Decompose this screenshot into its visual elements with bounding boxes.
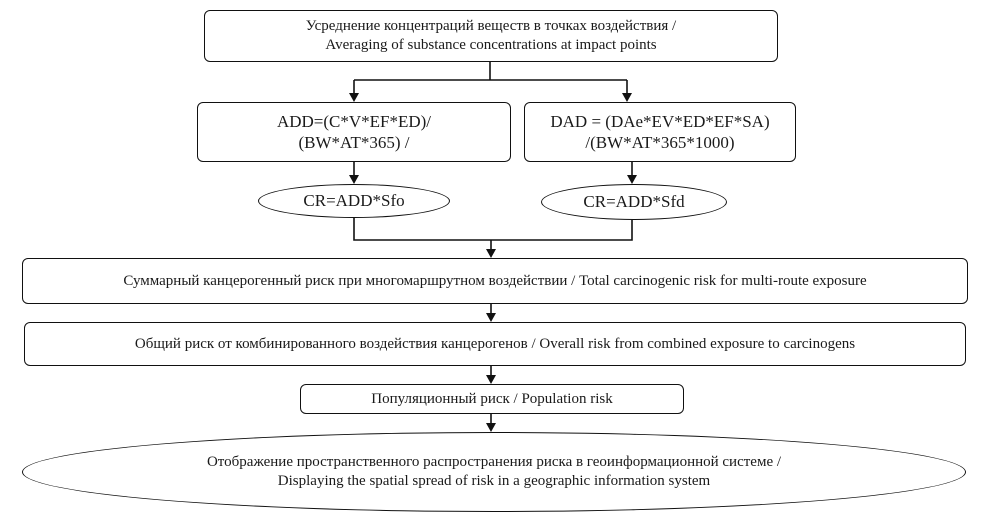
population-risk-box: Популяционный риск / Population risk [300,384,684,414]
total-risk-label: Суммарный канцерогенный риск при многома… [123,272,867,289]
averaging-label-ru: Усреднение концентраций веществ в точках… [305,18,677,35]
overall-risk-label: Общий риск от комбинированного воздейств… [134,335,856,352]
cr-dermal-label: CR=ADD*Sfd [583,192,685,212]
connector-line [353,218,633,241]
arrowhead [486,313,496,322]
arrowhead [349,175,359,184]
averaging-label-en: Averaging of substance concentrations at… [325,37,657,53]
overall-risk-box: Общий риск от комбинированного воздейств… [24,322,966,366]
gis-display-ellipse: Отображение пространственного распростра… [22,432,966,512]
gis-display-label-en: Displaying the spatial spread of risk in… [277,473,711,489]
add-formula-box: ADD=(C*V*EF*ED)/ (BW*AT*365) / [197,102,511,162]
cr-oral-ellipse: CR=ADD*Sfo [258,184,450,218]
arrowhead [486,249,496,258]
arrowhead [627,175,637,184]
add-formula-line1: ADD=(C*V*EF*ED)/ [276,111,432,131]
dad-formula-box: DAD = (DAe*EV*ED*EF*SA) /(BW*AT*365*1000… [524,102,796,162]
add-formula-line2: (BW*AT*365) / [298,133,410,152]
cr-dermal-ellipse: CR=ADD*Sfd [541,184,727,220]
arrowhead [486,423,496,432]
arrowhead [486,375,496,384]
gis-display-label-ru: Отображение пространственного распростра… [206,454,782,471]
population-risk-label: Популяционный риск / Population risk [371,390,613,407]
dad-formula-line1: DAD = (DAe*EV*ED*EF*SA) [550,111,770,131]
total-risk-box: Суммарный канцерогенный риск при многома… [22,258,968,304]
arrowhead [349,93,359,102]
arrowhead [622,93,632,102]
averaging-box: Усреднение концентраций веществ в точках… [204,10,778,62]
cr-oral-label: CR=ADD*Sfo [303,191,405,211]
dad-formula-line2: /(BW*AT*365*1000) [585,133,735,152]
